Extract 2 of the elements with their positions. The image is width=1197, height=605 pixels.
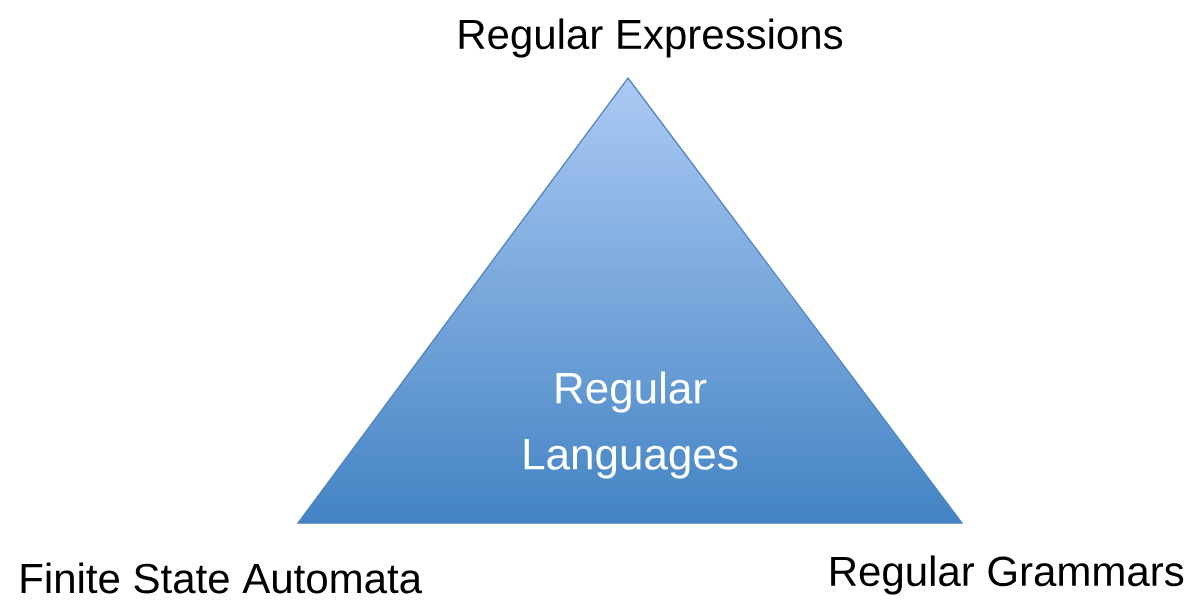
corner-label: Regular Grammars: [831, 555, 1184, 595]
corner-label: Finite State Automata: [21, 562, 423, 594]
